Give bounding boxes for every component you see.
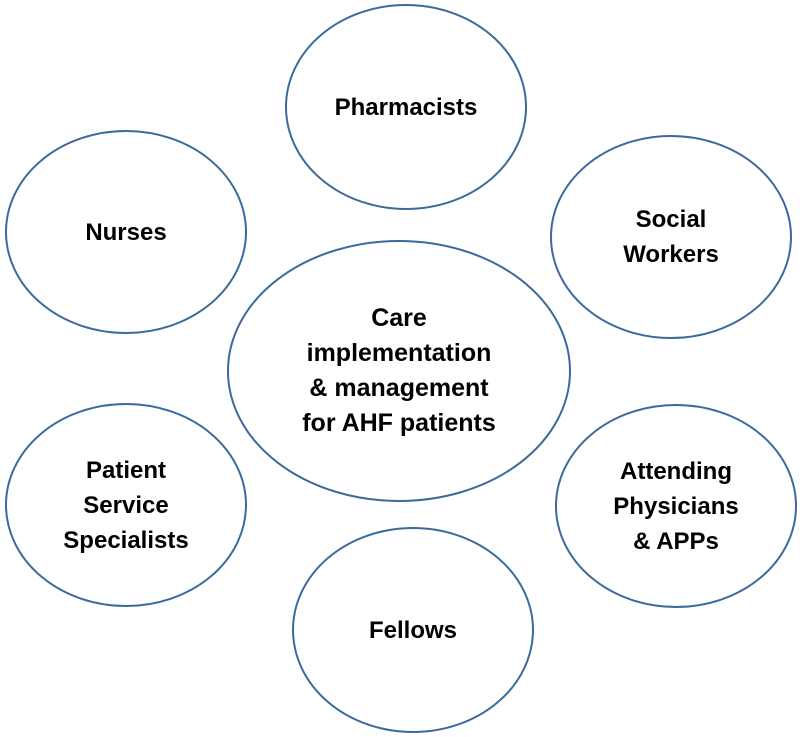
pharmacists-node-shape (285, 4, 527, 210)
social-workers-node-shape (550, 135, 792, 339)
social-workers-label: Social Workers (623, 206, 719, 268)
pharmacists-label: Pharmacists (334, 93, 478, 121)
fellows-label: Fellows (368, 616, 458, 644)
fellows-node-shape (292, 527, 534, 733)
patient-service-specialists-node-shape (5, 403, 247, 607)
attending-physicians-label: Attending Physicians & APPs (613, 457, 739, 555)
center-label: Care implementation & management for AHF… (302, 304, 496, 437)
nurses-label: Nurses (85, 218, 167, 246)
nurses-node-shape (5, 130, 247, 334)
center-node-shape (227, 240, 571, 502)
attending-physicians-node-shape (555, 404, 797, 608)
patient-service-specialists-label: Patient Service Specialists (63, 456, 189, 554)
